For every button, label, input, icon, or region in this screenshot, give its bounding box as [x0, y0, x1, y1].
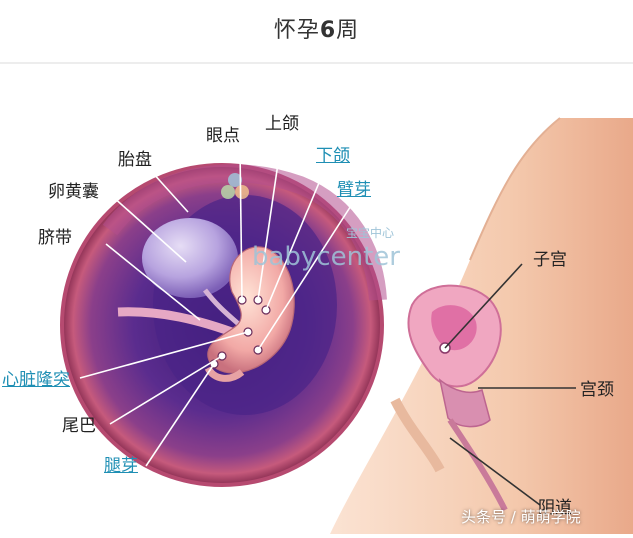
body-edge [469, 117, 561, 261]
brand-logo-text: babycenter [252, 242, 400, 272]
brand-logo-mark [221, 173, 249, 199]
page-header: 怀孕6周 [0, 0, 633, 64]
leader-uterus [444, 263, 523, 349]
uterus-inner [431, 305, 477, 351]
leader-arm-bud [257, 197, 357, 351]
leader-heart-bulge [79, 331, 249, 379]
leader-lines-dark [444, 263, 576, 506]
leader-umbilical-cord [105, 243, 201, 321]
placenta-layer [102, 164, 387, 301]
leader-tail [109, 355, 223, 425]
yolk-sac [142, 218, 238, 298]
label-tail: 尾巴 [62, 416, 96, 436]
embryo-body [207, 246, 295, 374]
label-eye-spot: 眼点 [206, 126, 240, 146]
leader-vagina [449, 437, 541, 506]
label-vagina: 阴道 [538, 498, 572, 518]
leader-placenta [151, 171, 189, 213]
label-placenta: 胎盘 [118, 150, 152, 170]
illustration-canvas [60, 117, 633, 534]
source-watermark: 头条号 / 萌萌学院 [461, 508, 581, 526]
pelvis-shape [390, 397, 445, 473]
label-yolk-sac: 卵黄囊 [48, 182, 99, 202]
leader-leg-bud [145, 363, 215, 467]
title-prefix: 怀孕 [273, 18, 320, 43]
label-upper-jaw: 上颌 [265, 114, 299, 134]
title-number: 6 [319, 18, 337, 43]
vagina-shape [447, 418, 508, 512]
page-title: 怀孕6周 [0, 12, 633, 44]
umbilical-cord-shape [117, 307, 242, 340]
title-suffix: 周 [336, 18, 360, 43]
label-leg-bud[interactable]: 腿芽 [104, 456, 138, 476]
label-cervix: 宫颈 [580, 380, 614, 400]
leader-lines [79, 135, 357, 467]
leader-upper-jaw [257, 135, 283, 301]
brand-logo-cn: 宝宝中心 [346, 226, 395, 240]
label-heart-bulge[interactable]: 心脏隆突 [2, 370, 70, 390]
embryo-illustration: babycenter 宝宝中心 胎盘 卵黄囊 脐带 眼点 上颌 下颌 臂芽 心脏… [0, 64, 633, 534]
label-umbilical-cord: 脐带 [38, 228, 72, 248]
leader-eye-spot [239, 149, 243, 301]
label-lower-jaw[interactable]: 下颌 [316, 146, 350, 166]
label-uterus: 子宫 [533, 250, 567, 270]
label-arm-bud[interactable]: 臂芽 [337, 180, 371, 200]
leader-lower-jaw [265, 165, 327, 311]
leader-yolk-sac [111, 195, 187, 263]
